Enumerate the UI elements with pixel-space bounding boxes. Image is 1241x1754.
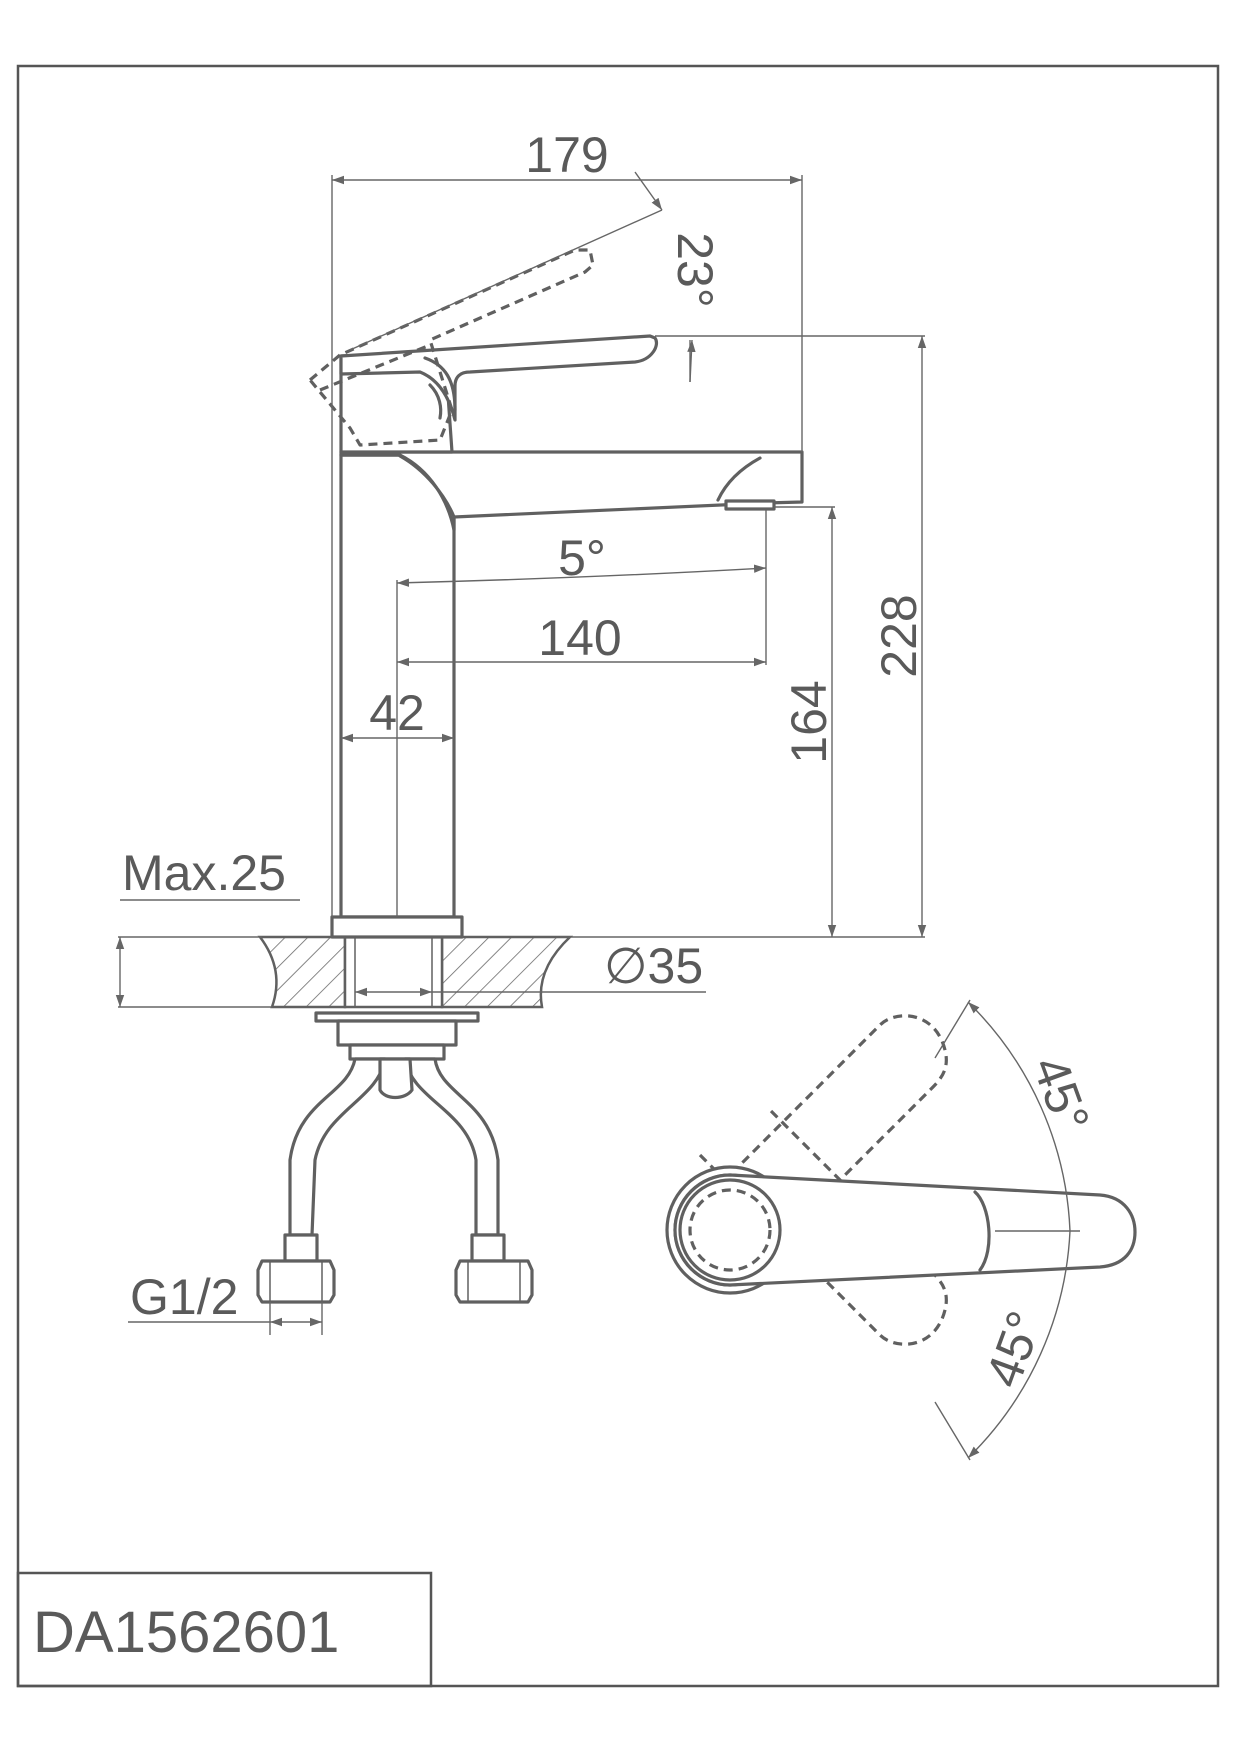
dim-mounting-hole: ∅35 [604, 938, 703, 994]
handle-rotated-right-dashed [698, 1108, 948, 1346]
dim-handle-angle: 23° [667, 232, 723, 308]
title-block: DA1562601 [16, 1571, 433, 1688]
inlet-hoses [256, 1011, 534, 1304]
dim-overall-length: 179 [525, 127, 608, 183]
dim-spout-reach: 140 [538, 610, 621, 666]
model-number: DA1562601 [33, 1600, 339, 1665]
dim-rotation-right: 45° [975, 1304, 1053, 1394]
hex-nut-right [454, 1259, 534, 1304]
base-ring [330, 915, 464, 939]
lever-raised-dashed [308, 248, 595, 447]
aerator [724, 499, 776, 511]
dim-spout-height: 164 [781, 680, 837, 763]
dim-body-diameter: 42 [369, 685, 425, 741]
dim-rotation-left: 45° [1022, 1049, 1100, 1139]
side-view: 179 23° 228 164 5° 140 42 Max.25 [115, 127, 927, 1335]
dim-spout-angle: 5° [558, 530, 606, 586]
lever-handle [339, 334, 658, 422]
drawing-border [16, 64, 1220, 1688]
top-view: 45° 45° [665, 999, 1137, 1461]
hex-nut-left [256, 1259, 336, 1304]
deck-section [257, 935, 574, 1009]
handle-top [673, 1173, 1137, 1287]
dim-max-deck: Max.25 [122, 845, 286, 901]
dim-inlet-thread: G1/2 [130, 1269, 238, 1325]
dim-total-height: 228 [871, 594, 927, 677]
